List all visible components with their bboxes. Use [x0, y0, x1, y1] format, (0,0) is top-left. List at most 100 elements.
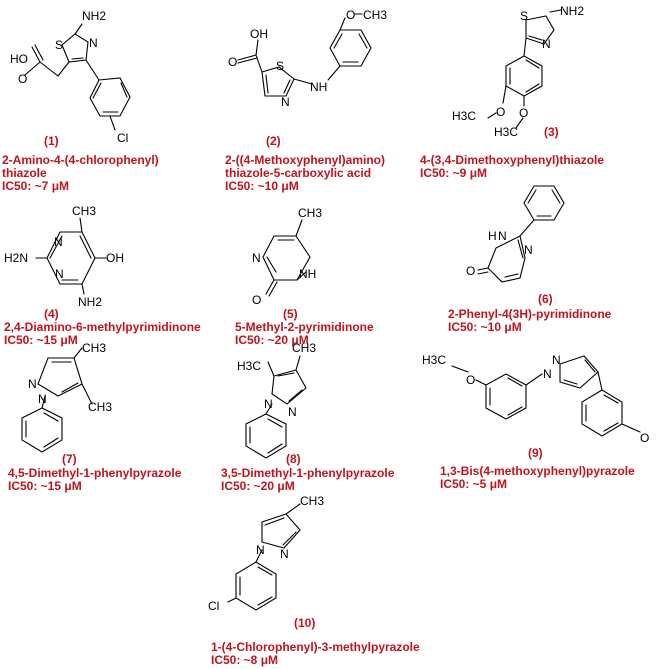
atom-nh2: NH2 — [560, 4, 584, 18]
compound-1-caption: 2-Amino-4-(4-chlorophenyl) thiazole IC50… — [2, 153, 159, 193]
atom-h2n: H2N — [4, 251, 28, 265]
compound-1-name-line-1: 2-Amino-4-(4-chlorophenyl) — [2, 153, 159, 167]
compound-8-name-line-1: 3,5-Dimethyl-1-phenylpyrazole — [221, 466, 395, 480]
compound-9-number: (9) — [528, 446, 543, 460]
compound-3-caption: 4-(3,4-Dimethoxyphenyl)thiazole IC50: ~9… — [420, 153, 604, 180]
atom-ho: HO — [10, 52, 28, 66]
compound-4-structure: CH3 N H2N OH N NH2 — [4, 204, 124, 309]
compound-7-structure: CH3 N N CH3 — [21, 341, 112, 453]
compound-4-caption: 2,4-Diamino-6-methylpyrimidinone IC50: ~… — [4, 320, 201, 347]
atom-s: S — [55, 38, 63, 52]
atom-n1: N — [256, 543, 265, 557]
compound-7-caption: 4,5-Dimethyl-1-phenylpyrazole IC50: ~15 … — [8, 466, 182, 493]
atom-n2: N — [288, 405, 297, 419]
atom-n: N — [281, 95, 290, 109]
atom-o-a: O — [466, 373, 475, 387]
atom-ch3: CH3 — [300, 494, 324, 508]
atom-o: O — [18, 72, 27, 86]
atom-n1: N — [543, 367, 552, 381]
compound-10-ic50: IC50: ~8 μM — [211, 653, 278, 667]
atom-nh2: NH2 — [82, 9, 106, 23]
compound-10-caption: 1-(4-Chlorophenyl)-3-methylpyrazole IC50… — [211, 640, 420, 667]
compound-4-ic50: IC50: ~15 μM — [4, 333, 78, 347]
atom-n1: N — [38, 392, 47, 406]
compound-8-number: (8) — [286, 452, 301, 466]
compound-1-number: (1) — [44, 134, 59, 148]
atom-nh: NH — [310, 80, 327, 94]
atom-n2: N — [552, 353, 561, 367]
atom-nh: N — [498, 229, 507, 243]
compound-9-ic50: IC50: ~5 μM — [440, 477, 507, 491]
atom-n1: N — [264, 397, 273, 411]
atom-s: S — [276, 59, 284, 73]
compound-5-caption: 5-Methyl-2-pyrimidinone IC50: ~20 μM — [235, 320, 374, 347]
atom-o-b: O — [640, 431, 649, 445]
atom-ch3: CH3 — [72, 204, 96, 218]
atom-ch3: CH3 — [363, 8, 387, 22]
compound-6-name-line-1: 2-Phenyl-4(3H)-pyrimidinone — [448, 307, 612, 321]
atom-n: N — [524, 243, 533, 257]
compound-3-ic50: IC50: ~9 μM — [420, 166, 487, 180]
atom-ch3: CH3 — [292, 341, 316, 355]
atom-o: O — [466, 264, 475, 278]
compound-2-structure: OH O S N NH O CH3 — [228, 8, 387, 109]
compound-3-name-line-1: 4-(3,4-Dimethoxyphenyl)thiazole — [420, 153, 604, 167]
atom-o-a: O — [496, 105, 505, 119]
atom-n: N — [542, 37, 551, 51]
atom-ch3-b: CH3 — [88, 400, 112, 414]
compound-2-caption: 2-((4-Methoxyphenyl)amino) thiazole-5-ca… — [225, 153, 385, 193]
atom-h3c-b: H3C — [494, 125, 518, 139]
atom-ch3: CH3 — [298, 206, 322, 220]
atom-n-bot: N — [55, 267, 64, 281]
atom-ch3-a: CH3 — [82, 341, 106, 355]
atom-o-b: O — [519, 106, 528, 120]
compound-3-structure: S NH2 N H3C O O H3C — [452, 4, 584, 139]
compound-7-number: (7) — [62, 452, 77, 466]
compound-10-number: (10) — [294, 616, 315, 630]
atom-n-top: N — [54, 235, 63, 249]
compound-4-name-line-1: 2,4-Diamino-6-methylpyrimidinone — [4, 320, 201, 334]
compound-6-caption: 2-Phenyl-4(3H)-pyrimidinone IC50: ~10 μM — [448, 307, 612, 334]
compound-9-name-line-1: 1,3-Bis(4-methoxyphenyl)pyrazole — [440, 464, 635, 478]
compound-2-name-line-1: 2-((4-Methoxyphenyl)amino) — [225, 153, 385, 167]
compound-6-structure: H N N O — [466, 185, 565, 283]
compound-8-ic50: IC50: ~20 μM — [221, 479, 295, 493]
compound-3-number: (3) — [544, 125, 559, 139]
atom-n: N — [252, 251, 261, 265]
compound-9-structure: H3C O N N O — [422, 353, 649, 445]
atom-n: N — [89, 36, 98, 50]
atom-cl: Cl — [208, 599, 219, 613]
atom-s: S — [520, 9, 528, 23]
compound-7-ic50: IC50: ~15 μM — [8, 479, 82, 493]
compound-4-number: (4) — [44, 307, 59, 321]
atom-n2: N — [28, 377, 37, 391]
compound-6-ic50: IC50: ~10 μM — [448, 320, 522, 334]
atom-oh: OH — [250, 27, 268, 41]
atom-oh: OH — [106, 251, 124, 265]
atom-cl: Cl — [117, 131, 128, 145]
compound-10-name-line-1: 1-(4-Chlorophenyl)-3-methylpyrazole — [211, 640, 420, 654]
atom-h: H — [488, 229, 497, 243]
compound-5-number: (5) — [283, 307, 298, 321]
atom-h3c-a: H3C — [452, 109, 476, 123]
atom-ome-o: O — [346, 8, 355, 22]
compound-9-caption: 1,3-Bis(4-methoxyphenyl)pyrazole IC50: ~… — [440, 464, 635, 491]
compound-8-caption: 3,5-Dimethyl-1-phenylpyrazole IC50: ~20 … — [221, 466, 395, 493]
compound-1-ic50: IC50: ~7 μM — [2, 179, 69, 193]
compound-6-number: (6) — [538, 292, 553, 306]
compound-1-name-line-2: thiazole — [2, 166, 47, 180]
atom-h3c: H3C — [237, 359, 261, 373]
compound-2-number: (2) — [266, 134, 281, 148]
compound-1-structure: NH2 S N HO O Cl — [10, 9, 131, 145]
compound-2-ic50: IC50: ~10 μM — [225, 179, 299, 193]
compound-2-name-line-2: thiazole-5-carboxylic acid — [225, 166, 371, 180]
compound-5-ic50: IC50: ~20 μM — [235, 333, 309, 347]
compound-8-structure: H3C CH3 N N — [237, 341, 316, 459]
compound-5-name-line-1: 5-Methyl-2-pyrimidinone — [235, 320, 374, 334]
atom-h3c: H3C — [422, 353, 446, 367]
compound-5-structure: CH3 N NH O — [252, 206, 322, 307]
atom-nh2: NH2 — [78, 295, 102, 309]
atom-n2: N — [280, 547, 289, 561]
atom-o: O — [252, 293, 261, 307]
